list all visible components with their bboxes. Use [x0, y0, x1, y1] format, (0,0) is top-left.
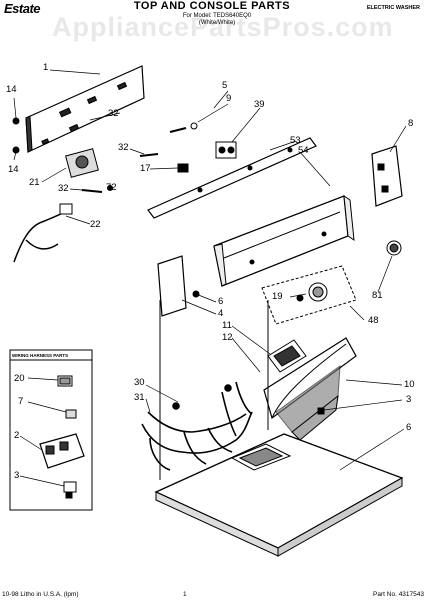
control-panel-plate [25, 65, 145, 153]
console-bracket-39 [215, 141, 237, 159]
callout-19: 19 [272, 291, 283, 302]
lid-10 [263, 337, 357, 441]
screw-14-top [12, 117, 20, 125]
callout-10: 10 [404, 379, 415, 390]
callout-81: 81 [372, 290, 383, 301]
timer-part [65, 148, 99, 178]
callout-31: 31 [134, 392, 145, 403]
callout-8: 8 [408, 118, 414, 129]
brand-logo: Estate [4, 1, 41, 16]
callout-3: 3 [406, 394, 412, 405]
callout-17: 17 [140, 163, 151, 174]
side-bracket-4 [157, 255, 200, 317]
callout-2: 2 [14, 430, 20, 441]
callout-6: 6 [218, 296, 224, 307]
console-panel-54 [213, 194, 355, 287]
callout-11: 11 [222, 320, 232, 331]
callout-20: 20 [14, 373, 25, 384]
callout-6: 6 [406, 422, 412, 433]
callout-9: 9 [226, 93, 232, 104]
callout-14: 14 [6, 84, 17, 95]
footer-part-number: Part No. 4317543 [373, 591, 424, 598]
console-rail-53 [147, 137, 317, 219]
callout-39: 39 [254, 99, 265, 110]
model-subtitle: For Model: TEDS640EQ0 [182, 13, 252, 19]
footer-page-number: 1 [183, 591, 187, 598]
page-title: TOP AND CONSOLE PARTS [133, 0, 291, 12]
callout-32: 32 [108, 108, 119, 119]
callout-30: 30 [134, 377, 145, 388]
callout-72: 72 [106, 182, 117, 193]
callout-53: 53 [290, 135, 301, 146]
callout-32: 32 [118, 142, 129, 153]
color-subtitle: (White/White) [198, 20, 236, 26]
footer-litho: 10-98 Litho in U.S.A. (lpm) [2, 591, 79, 598]
callout-12: 12 [222, 332, 233, 343]
end-cap-8 [371, 145, 403, 207]
callout-22: 22 [90, 219, 101, 230]
wiring-harness-title: WIRING HARNESS PARTS [12, 353, 69, 358]
knob-81 [386, 240, 402, 256]
wire-harness-31 [141, 381, 253, 471]
lid-part-11 [267, 339, 307, 373]
cabinet-top-6 [154, 433, 404, 557]
callout-4: 4 [218, 308, 224, 319]
callout-48: 48 [368, 315, 379, 326]
callout-1: 1 [43, 62, 49, 73]
callout-5: 5 [222, 80, 228, 91]
callout-14: 14 [8, 164, 19, 175]
callout-21: 21 [29, 177, 40, 188]
callout-3: 3 [14, 470, 20, 481]
category-label: ELECTRIC WASHER [366, 5, 420, 11]
watermark: AppliancePartsPros.com [52, 12, 394, 42]
callout-7: 7 [18, 396, 24, 407]
callout-32: 32 [58, 183, 69, 194]
callout-54: 54 [298, 145, 309, 156]
